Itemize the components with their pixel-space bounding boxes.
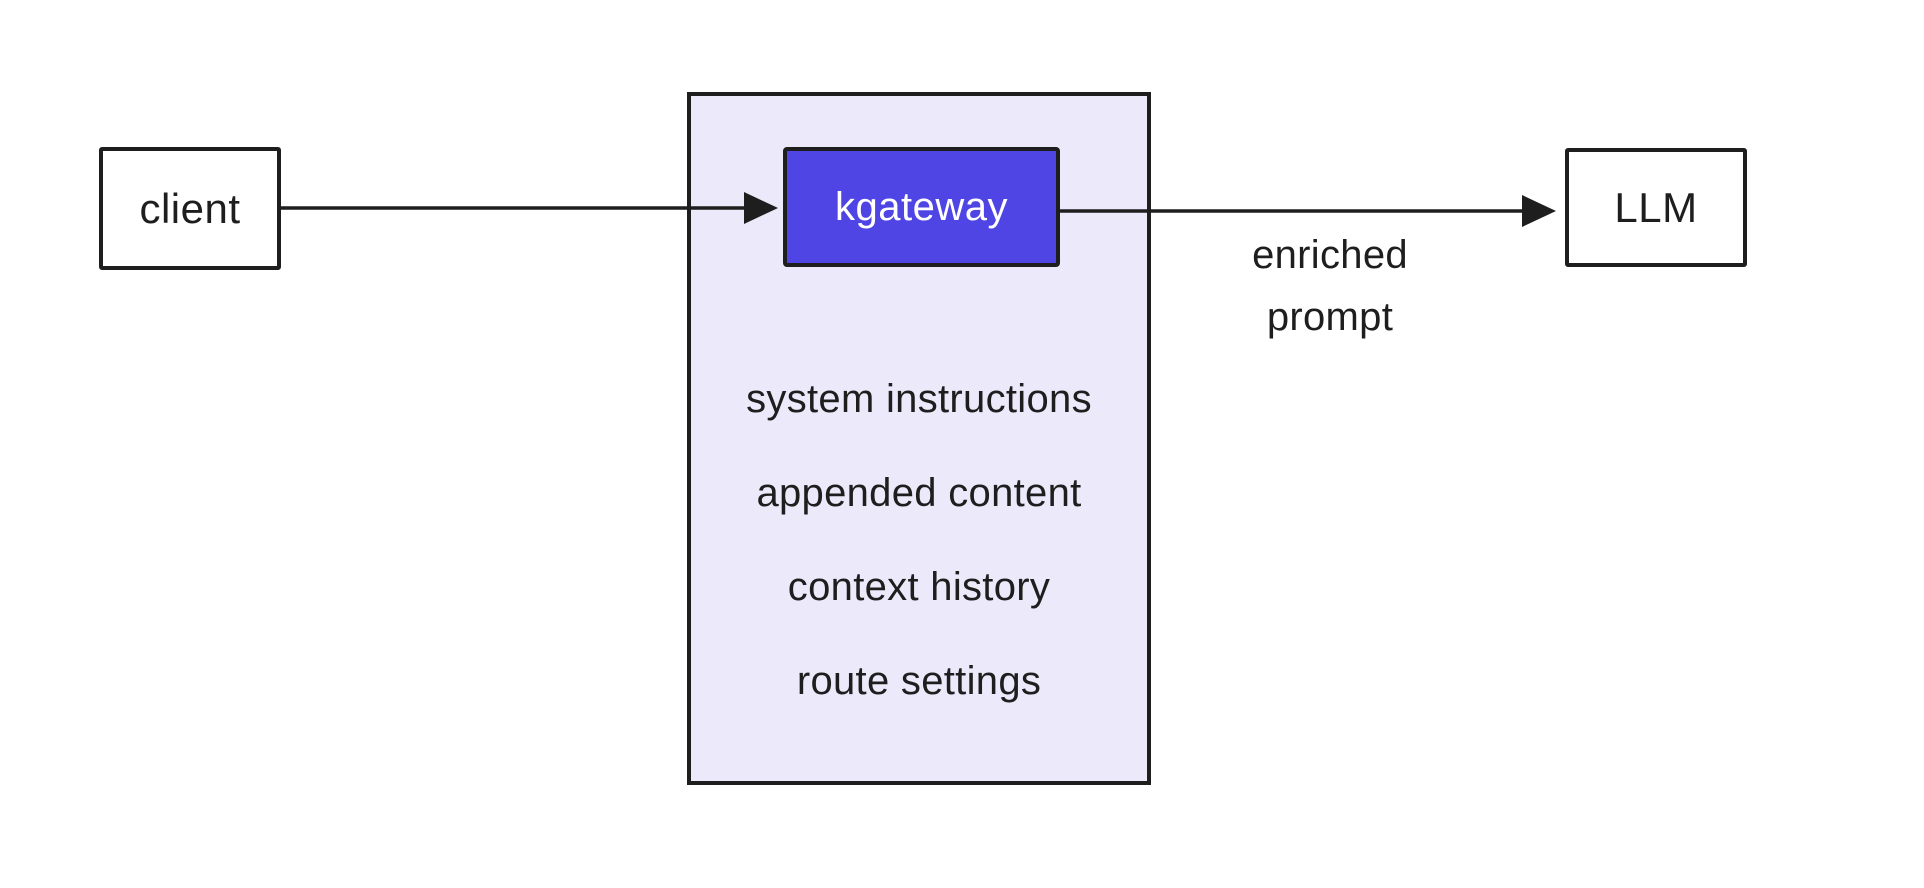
client-node-label: client: [139, 184, 241, 232]
enriched-prompt-label-line2: prompt: [1266, 295, 1394, 339]
llm-node: LLM: [1565, 148, 1747, 267]
gateway-node: kgateway: [783, 147, 1060, 267]
enrichment-item-appended-content: appended content: [756, 470, 1082, 515]
enrichment-item-route-settings: route settings: [796, 658, 1042, 703]
gateway-node-label: kgateway: [835, 184, 1008, 229]
enrichment-item-context-history: context history: [787, 564, 1051, 609]
llm-node-label: LLM: [1614, 183, 1698, 231]
arrowhead-gateway-to-llm: [1522, 195, 1556, 227]
enriched-prompt-label: enriched prompt: [1155, 224, 1505, 348]
enrichment-list: system instructions appended content con…: [687, 352, 1151, 728]
enrichment-item-system-instructions: system instructions: [746, 376, 1092, 421]
client-node: client: [99, 147, 281, 270]
enriched-prompt-label-line1: enriched: [1252, 233, 1408, 277]
